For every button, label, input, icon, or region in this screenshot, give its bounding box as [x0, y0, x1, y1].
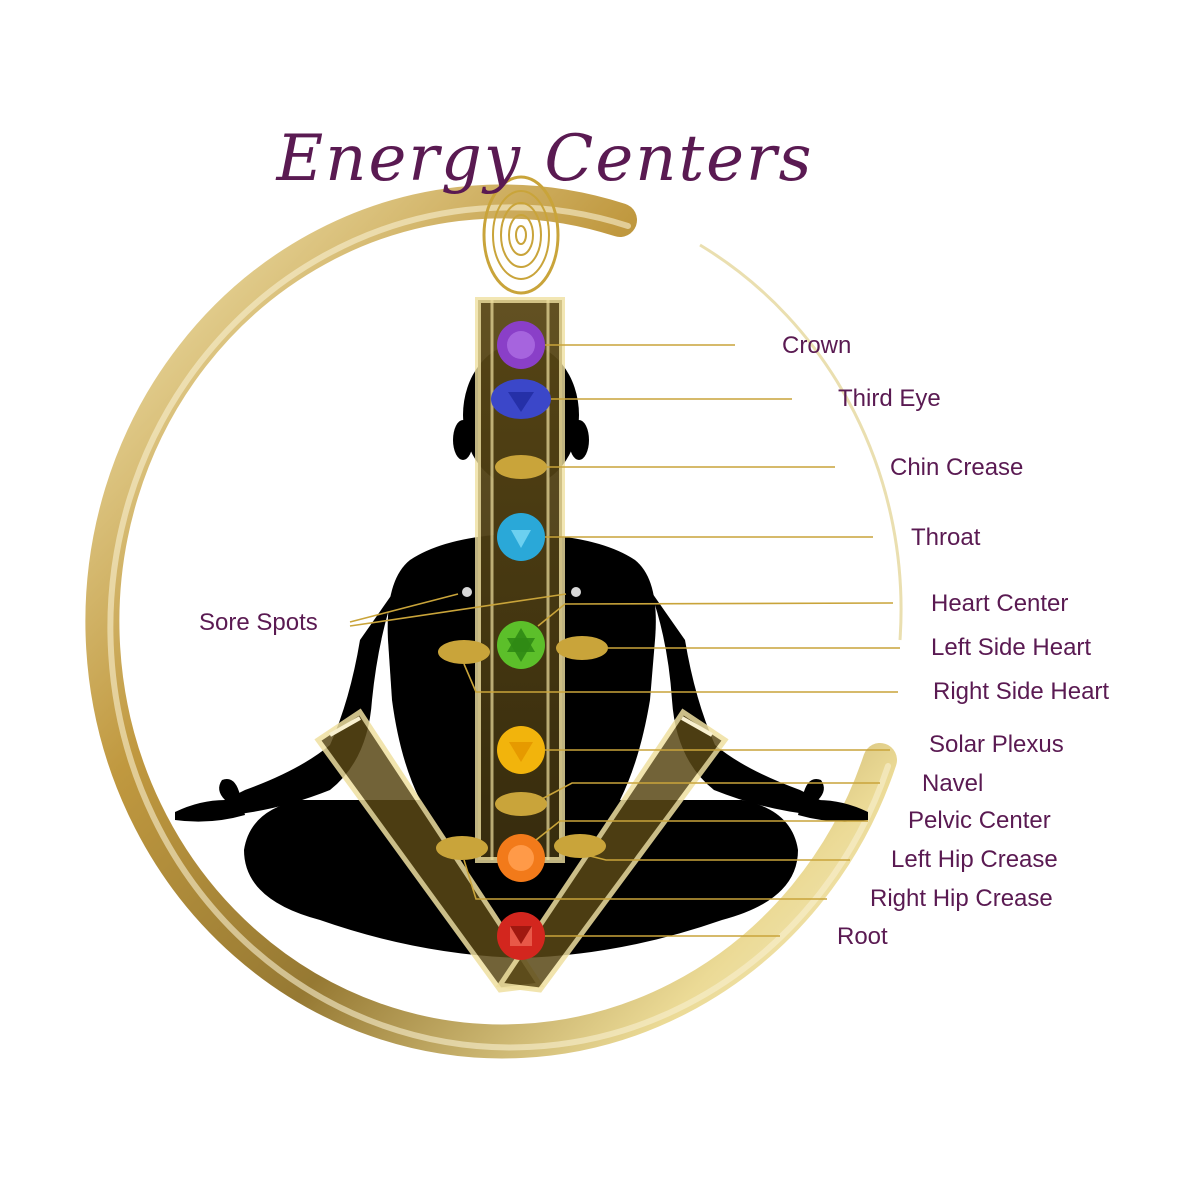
label-sore-spots: Sore Spots: [199, 609, 318, 636]
sore-spot-left: [462, 587, 472, 597]
label-throat: Throat: [911, 524, 981, 551]
chakra-root: [497, 912, 545, 960]
label-pelvic-center: Pelvic Center: [908, 807, 1051, 834]
oval-right-side-heart: [438, 640, 490, 664]
chakra-crown: [497, 321, 545, 369]
chakra-solar-plexus: [497, 726, 545, 774]
oval-right-hip-crease: [436, 836, 488, 860]
label-third-eye: Third Eye: [838, 385, 941, 412]
label-heart-center: Heart Center: [931, 590, 1068, 617]
chakra-sacral: [497, 834, 545, 882]
labels: Crown Third Eye Chin Crease Throat Heart…: [199, 332, 1109, 950]
aura-oval: [482, 175, 560, 295]
leader-lines: [349, 344, 900, 937]
sore-spot-right: [571, 587, 581, 597]
oval-left-hip-crease: [554, 834, 606, 858]
gold-ovals: [436, 455, 608, 860]
chakra-third-eye: [491, 379, 551, 419]
chakra-heart: [497, 621, 545, 669]
gold-ring: [85, 184, 903, 1059]
oval-chin-crease: [495, 455, 547, 479]
label-solar-plexus: Solar Plexus: [929, 731, 1064, 758]
label-navel: Navel: [922, 770, 983, 797]
chakra-throat: [497, 513, 545, 561]
label-chin-crease: Chin Crease: [890, 454, 1023, 481]
oval-left-side-heart: [556, 636, 608, 660]
label-right-side-heart: Right Side Heart: [933, 678, 1109, 705]
label-left-hip-crease: Left Hip Crease: [891, 846, 1058, 873]
label-left-side-heart: Left Side Heart: [931, 634, 1091, 661]
page-title: Energy Centers: [276, 122, 814, 196]
label-crown: Crown: [782, 332, 851, 359]
label-root: Root: [837, 923, 888, 950]
label-right-hip-crease: Right Hip Crease: [870, 885, 1053, 912]
sore-spot-dots: [462, 587, 581, 597]
oval-navel: [495, 792, 547, 816]
